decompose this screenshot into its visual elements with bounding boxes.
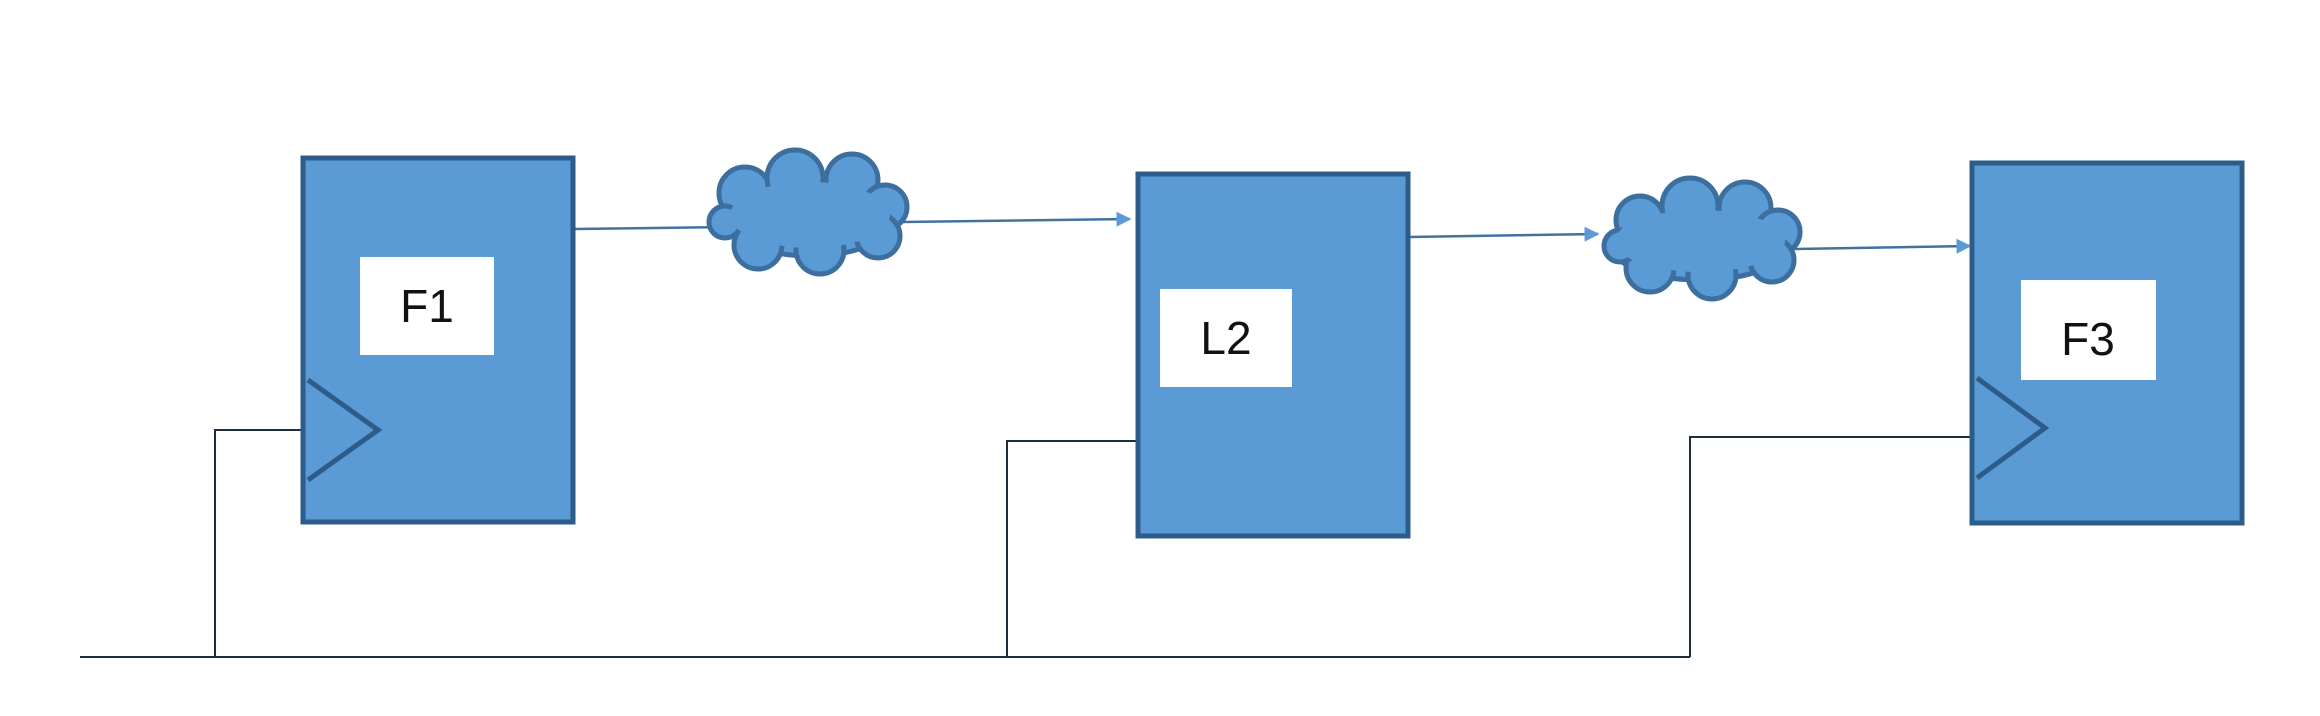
block-f1-label-box xyxy=(360,257,494,355)
clock-branch-f1 xyxy=(214,429,308,657)
block-f3: F3 xyxy=(1969,160,2245,526)
wire-cloud-2-to-f3 xyxy=(1794,238,1972,254)
clock-triangle-icon xyxy=(1975,375,2050,481)
block-f3-label: F3 xyxy=(2061,313,2115,365)
block-l2: L2 xyxy=(1135,171,1411,539)
cloud-icon xyxy=(706,147,910,277)
block-f1-label: F1 xyxy=(400,280,454,332)
wire-l2-to-cloud-2 xyxy=(1408,226,1600,242)
logic-cloud-2 xyxy=(1601,175,1803,302)
clock-branch-l2 xyxy=(1006,440,1140,657)
clock-triangle-icon xyxy=(306,377,383,483)
clock-branch-f3 xyxy=(1689,436,1975,657)
clock-network xyxy=(80,429,1975,658)
wire-cloud-1-to-l2 xyxy=(901,211,1132,227)
data-path xyxy=(573,211,1972,254)
logic-cloud-1 xyxy=(706,147,910,277)
wire-f1-to-cloud-1 xyxy=(573,219,732,235)
block-l2-label-box xyxy=(1160,289,1292,387)
block-l2-label: L2 xyxy=(1200,312,1251,364)
cloud-icon xyxy=(1601,175,1803,302)
block-f1: F1 xyxy=(300,155,576,525)
block-f3-label-box xyxy=(2021,280,2156,380)
